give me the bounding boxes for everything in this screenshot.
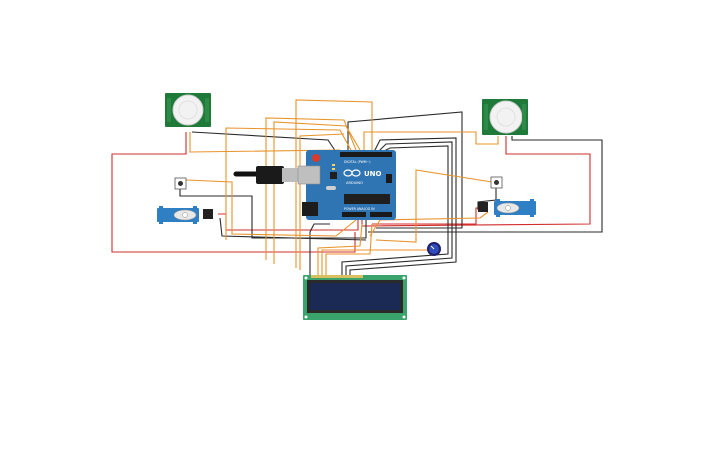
wire-black-top-4[interactable] — [341, 145, 449, 276]
wire-black-right-pir-1[interactable] — [368, 136, 603, 233]
wire-black-servo-left[interactable] — [219, 217, 367, 241]
pushbutton-right[interactable] — [490, 176, 503, 189]
wire-orange-left-pir[interactable] — [189, 132, 341, 153]
wire-orange-right-servo[interactable] — [369, 211, 489, 237]
wire-orange-loop-3[interactable] — [273, 121, 361, 264]
power-analog-label: POWER ANALOG IN — [344, 207, 375, 211]
wire-orange-loop-1[interactable] — [225, 127, 353, 240]
wire-orange-right-pir[interactable] — [363, 131, 499, 150]
arduino-logo-icon — [343, 169, 361, 177]
wire-orange-lcd-1[interactable] — [317, 223, 363, 276]
wire-black-left-button[interactable] — [179, 188, 367, 239]
wire-orange-loop-2[interactable] — [265, 117, 357, 260]
wire-black-top-3[interactable] — [345, 141, 453, 276]
wire-black-top-2[interactable] — [349, 137, 457, 276]
servo-left[interactable] — [157, 206, 213, 224]
lcd-pin-header — [311, 275, 363, 278]
lcd-16x2-display[interactable] — [303, 275, 407, 320]
wires — [111, 99, 603, 276]
board-brand-label: ARDUINO — [346, 181, 363, 185]
wire-red-left-pir[interactable] — [111, 132, 356, 253]
wire-orange-left-button[interactable] — [185, 179, 357, 237]
wire-black-lcd[interactable] — [309, 223, 330, 276]
wire-orange-loop-4[interactable] — [295, 99, 373, 268]
pushbutton-left[interactable] — [174, 177, 187, 190]
wire-orange-right-button[interactable] — [375, 169, 493, 243]
potentiometer[interactable] — [427, 242, 441, 256]
board-model-label: UNO — [364, 170, 382, 178]
usb-cable — [233, 166, 298, 184]
pir-sensor-right[interactable] — [482, 99, 528, 135]
digital-header-label: DIGITAL (PWM~) — [344, 160, 370, 164]
pir-sensor-left[interactable] — [165, 93, 211, 127]
arduino-uno-board[interactable]: UNO ARDUINO DIGITAL (PWM~) POWER ANALOG … — [297, 150, 396, 220]
servo-right[interactable] — [478, 199, 536, 217]
wire-black-left-pir[interactable] — [191, 131, 337, 153]
wire-orange-loop-5[interactable] — [299, 133, 345, 270]
wire-orange-lcd-3[interactable] — [325, 223, 373, 276]
